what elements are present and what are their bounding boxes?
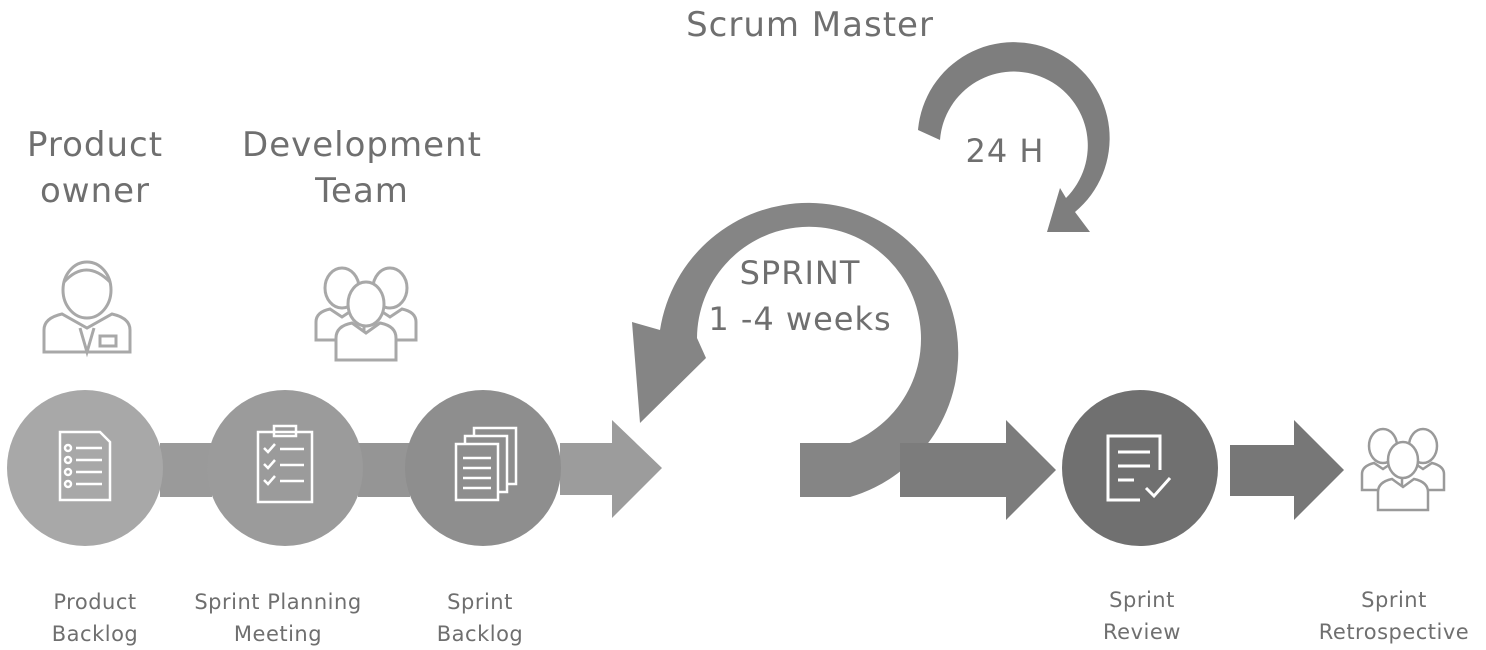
team-icon <box>1360 427 1446 512</box>
document-check-icon <box>1106 434 1172 502</box>
sprint-planning-line-2: Meeting <box>233 622 323 646</box>
daily-cycle-label: 24 H <box>965 132 1045 170</box>
sprint-backlog-line-2: Backlog <box>436 622 524 646</box>
scrum-master-label: Scrum Master <box>686 5 934 45</box>
sprint-planning-line-1: Sprint Planning <box>194 590 362 614</box>
product-owner-line-2: owner <box>39 171 151 211</box>
development-team-line-1: Development <box>242 125 482 165</box>
connector-1 <box>160 443 212 497</box>
product-backlog-caption: Product Backlog <box>10 586 180 650</box>
sprint-retrospective-line-1: Sprint <box>1361 588 1427 612</box>
sprint-center-label: SPRINT 1 -4 weeks <box>680 250 920 342</box>
sprint-backlog-line-1: Sprint <box>447 590 513 614</box>
sprint-cycle-arrow <box>632 202 959 497</box>
product-owner-line-1: Product <box>26 125 164 165</box>
product-backlog-circle <box>7 390 163 546</box>
arrow-out-of-sprint <box>900 420 1056 520</box>
product-backlog-line-1: Product <box>53 590 137 614</box>
sprint-review-line-1: Sprint <box>1109 588 1175 612</box>
product-owner-label: Product owner <box>0 122 190 214</box>
product-owner-icon <box>42 260 132 358</box>
development-team-label: Development Team <box>222 122 502 214</box>
stacked-documents-icon <box>454 426 518 502</box>
sprint-planning-circle <box>207 390 363 546</box>
sprint-backlog-caption: Sprint Backlog <box>400 586 560 650</box>
development-team-icon <box>314 266 418 362</box>
connector-2 <box>358 443 410 497</box>
sprint-planning-caption: Sprint Planning Meeting <box>178 586 378 650</box>
clipboard-checklist-icon <box>256 424 314 504</box>
sprint-review-circle <box>1062 390 1218 546</box>
arrow-into-sprint <box>560 420 662 518</box>
sprint-title: SPRINT <box>739 254 861 292</box>
sprint-review-line-2: Review <box>1103 620 1181 644</box>
sprint-retrospective-caption: Sprint Retrospective <box>1306 584 1482 648</box>
development-team-line-2: Team <box>315 171 409 211</box>
document-list-icon <box>58 430 112 502</box>
sprint-retrospective-line-2: Retrospective <box>1318 620 1470 644</box>
arrow-to-retrospective <box>1230 420 1344 520</box>
sprint-review-caption: Sprint Review <box>1062 584 1222 648</box>
sprint-duration: 1 -4 weeks <box>708 300 892 338</box>
product-backlog-line-2: Backlog <box>51 622 139 646</box>
